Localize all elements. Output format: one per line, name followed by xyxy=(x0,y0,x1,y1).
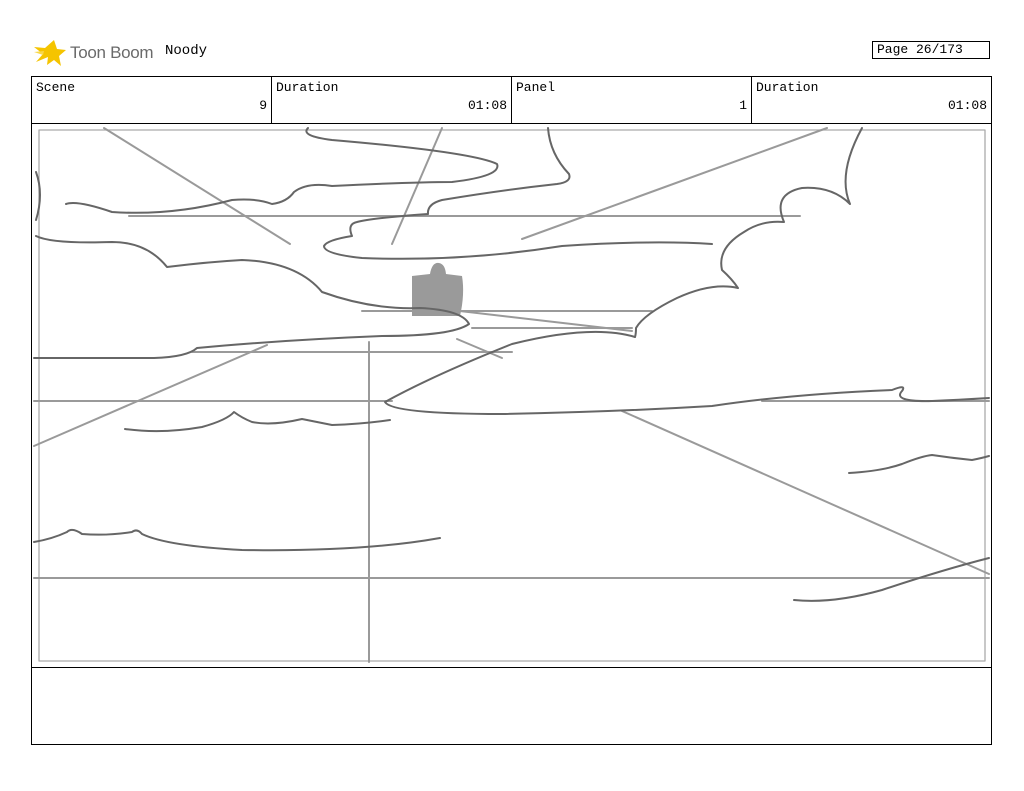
brand-name: Toon Boom xyxy=(70,43,154,62)
panel-label: Panel xyxy=(516,80,556,95)
sketch-outlines xyxy=(33,127,990,602)
panel-sketch xyxy=(33,127,990,663)
storyboard-panel xyxy=(31,123,992,668)
boat-sketch xyxy=(412,262,464,316)
project-title: Noody xyxy=(165,43,208,59)
panel-duration-value: 01:08 xyxy=(947,98,987,113)
scene-label: Scene xyxy=(36,80,76,95)
scene-value: 9 xyxy=(259,98,267,113)
scene-duration-label: Duration xyxy=(276,80,339,95)
scene-cell: Scene 9 xyxy=(32,77,272,123)
toon-boom-star-icon xyxy=(34,40,66,66)
perspective-lines xyxy=(33,127,990,663)
scene-duration-value: 01:08 xyxy=(467,98,507,113)
page-indicator: Page 26/173 xyxy=(872,41,990,59)
scene-duration-cell: Duration 01:08 xyxy=(272,77,512,123)
toon-boom-logo: Toon Boom xyxy=(34,38,154,68)
panel-value: 1 xyxy=(739,98,747,113)
notes-area xyxy=(31,667,992,745)
panel-cell: Panel 1 xyxy=(512,77,752,123)
panel-info-row: Scene 9 Duration 01:08 Panel 1 Duration … xyxy=(31,76,992,124)
camera-frame xyxy=(38,129,986,662)
panel-duration-label: Duration xyxy=(756,80,819,95)
panel-duration-cell: Duration 01:08 xyxy=(752,77,991,123)
